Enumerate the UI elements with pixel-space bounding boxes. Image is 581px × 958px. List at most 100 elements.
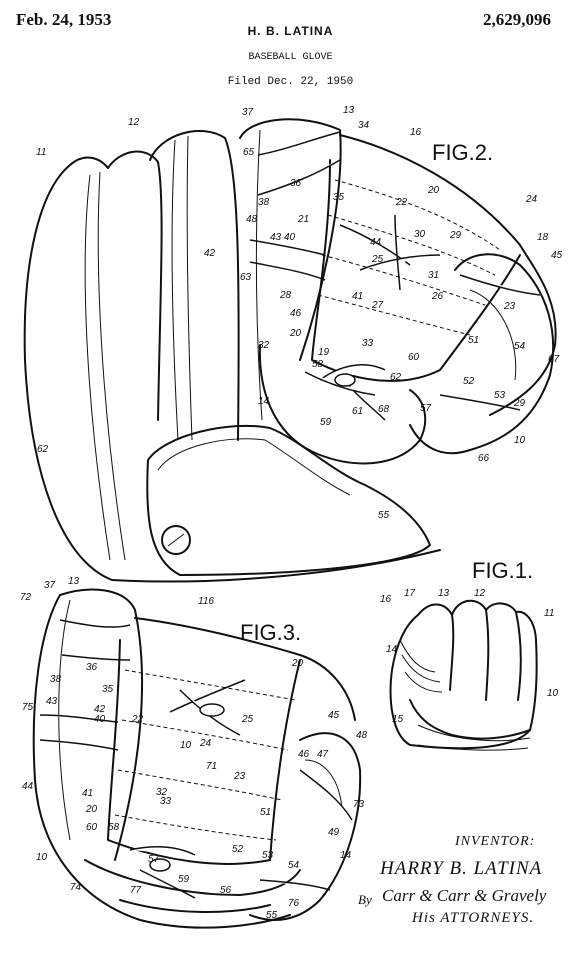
filed-date: Filed Dec. 22, 1950	[227, 76, 354, 88]
reference-numeral-fig2: 45	[551, 250, 563, 261]
reference-numeral-fig3: 41	[82, 788, 93, 799]
reference-numeral-fig2: 32	[258, 340, 270, 351]
fig2-drawing: FIG.2.	[23, 118, 557, 583]
reference-numeral-fig1: 10	[547, 688, 559, 699]
reference-numeral-fig3: 36	[86, 662, 98, 673]
reference-numeral-fig2: 42	[204, 248, 216, 259]
fig1-drawing: FIG.1.	[389, 558, 538, 751]
reference-numeral-fig1: 11	[544, 608, 554, 619]
reference-numeral-fig3: 52	[232, 844, 244, 855]
reference-numeral-fig3: 10	[36, 852, 48, 863]
reference-numeral-fig2: 25	[371, 254, 384, 265]
reference-numeral-fig3: 43	[46, 696, 58, 707]
reference-numeral-fig2: 63	[240, 272, 252, 283]
reference-numeral-fig2: 12	[128, 117, 140, 128]
reference-numeral-fig2: 58	[312, 359, 324, 370]
reference-numeral-fig2: 14	[258, 396, 270, 407]
reference-numeral-fig3: 72	[20, 592, 32, 603]
inventor-signature: HARRY B. LATINA	[380, 858, 543, 879]
reference-numeral-fig2: 20	[289, 328, 302, 339]
patent-date: Feb. 24, 1953	[16, 10, 112, 29]
reference-numeral-fig3: 56	[220, 885, 232, 896]
reference-numeral-fig2: 13	[343, 105, 355, 116]
reference-numeral-fig3: 40	[94, 714, 106, 725]
reference-numeral-fig3: 57	[148, 854, 160, 865]
reference-numeral-fig1: 14	[386, 644, 398, 655]
reference-numeral-fig1: 13	[438, 588, 450, 599]
reference-numeral-fig2: 37	[242, 107, 254, 118]
reference-numeral-fig2: 60	[408, 352, 420, 363]
reference-numeral-fig3: 25	[241, 714, 254, 725]
reference-numeral-fig2: 44	[370, 237, 382, 248]
reference-numeral-fig2: 16	[410, 127, 422, 138]
reference-numeral-fig3: 74	[70, 882, 82, 893]
reference-numeral-fig2: 24	[525, 194, 538, 205]
reference-numeral-fig2: 29	[513, 398, 526, 409]
reference-numeral-fig2: 55	[378, 510, 390, 521]
inventor-name: H. B. LATINA	[247, 24, 334, 38]
reference-numeral-fig3: 42	[94, 704, 106, 715]
reference-numeral-fig2: 68	[378, 404, 390, 415]
reference-numeral-fig2: 53	[494, 390, 506, 401]
reference-numeral-fig2: 10	[514, 435, 526, 446]
reference-numeral-fig3: 47	[317, 749, 329, 760]
reference-numeral-fig1: 12	[474, 588, 486, 599]
reference-numeral-fig2: 59	[320, 417, 332, 428]
reference-numeral-fig2: 34	[358, 120, 370, 131]
fig3-drawing: FIG.3.	[32, 588, 362, 929]
reference-numeral-fig2: 11	[36, 147, 46, 158]
reference-numeral-fig3: 116	[198, 596, 214, 607]
reference-numeral-fig2: 30	[414, 229, 426, 240]
reference-numeral-fig2: 19	[318, 347, 330, 358]
reference-numeral-fig3: 53	[262, 850, 274, 861]
reference-numeral-fig3: 73	[353, 799, 365, 810]
reference-numeral-fig2: 31	[428, 270, 439, 281]
reference-numeral-fig3: 76	[288, 898, 300, 909]
reference-numeral-fig3: 55	[266, 910, 278, 921]
reference-numeral-fig2: 36	[290, 178, 302, 189]
reference-numeral-fig3: 77	[130, 885, 142, 896]
fig2-label: FIG.2.	[432, 140, 493, 165]
reference-numeral-fig1: 16	[380, 594, 392, 605]
reference-numeral-fig2: 27	[371, 300, 384, 311]
reference-numeral-fig2: 20	[427, 185, 440, 196]
reference-numeral-fig3: 32	[156, 787, 168, 798]
reference-numeral-fig3: 24	[199, 738, 212, 749]
reference-numeral-fig2: 28	[279, 290, 292, 301]
patent-title: BASEBALL GLOVE	[248, 52, 333, 63]
reference-numeral-fig2: 62	[37, 444, 49, 455]
reference-numeral-fig3: 20	[85, 804, 98, 815]
reference-numeral-fig2: 21	[297, 214, 309, 225]
reference-numeral-fig2: 57	[420, 403, 432, 414]
reference-numeral-fig3: 48	[356, 730, 368, 741]
reference-numeral-fig3: 58	[108, 822, 120, 833]
attorneys-signature: Carr & Carr & Gravely	[382, 886, 547, 905]
reference-numeral-fig3: 13	[68, 576, 80, 587]
reference-numeral-fig2: 61	[352, 406, 363, 417]
reference-numeral-fig3: 23	[233, 771, 246, 782]
reference-numeral-fig3: 45	[328, 710, 340, 721]
reference-numeral-fig2: 29	[449, 230, 462, 241]
reference-numeral-fig1: 15	[392, 714, 404, 725]
reference-numeral-fig3: 38	[50, 674, 62, 685]
reference-numeral-fig2: 43	[270, 232, 282, 243]
reference-numeral-fig3: 49	[328, 827, 340, 838]
reference-numeral-fig2: 62	[390, 372, 402, 383]
fig1-label: FIG.1.	[472, 558, 533, 583]
reference-numeral-fig2: 54	[514, 341, 526, 352]
reference-numeral-fig3: 44	[22, 781, 34, 792]
reference-numeral-fig2: 41	[352, 291, 363, 302]
reference-numeral-fig3: 33	[160, 796, 172, 807]
attorneys-label: His ATTORNEYS.	[412, 910, 535, 926]
by-label: By	[358, 892, 372, 907]
reference-numeral-fig2: 40	[284, 232, 296, 243]
reference-numeral-fig2: 51	[468, 335, 479, 346]
reference-numeral-fig2: 66	[478, 453, 490, 464]
reference-numeral-fig2: 26	[431, 291, 444, 302]
reference-numeral-fig3: 14	[340, 850, 352, 861]
reference-numeral-fig2: 48	[246, 214, 258, 225]
reference-numeral-fig3: 10	[180, 740, 192, 751]
reference-numeral-fig1: 17	[404, 588, 416, 599]
reference-numeral-fig2: 22	[395, 197, 408, 208]
reference-numeral-fig3: 37	[44, 580, 56, 591]
